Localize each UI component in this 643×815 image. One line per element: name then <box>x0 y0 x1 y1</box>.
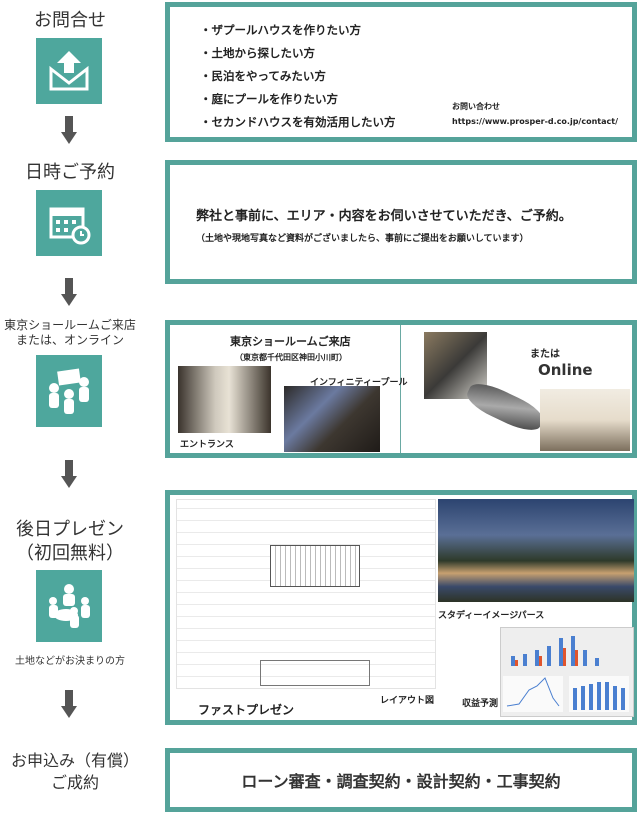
study-perspective-image <box>438 499 634 602</box>
label-line: または、オンライン <box>15 333 124 347</box>
presentation-icon <box>36 570 102 642</box>
or-label: または <box>530 349 560 360</box>
contract-steps: ローン審査・調査契約・設計契約・工事契約 <box>241 772 561 791</box>
list-item: ・庭にプールを作りたい方 <box>200 92 338 106</box>
floor-plan-drawing <box>270 545 360 587</box>
arrow-down-icon <box>61 116 77 146</box>
inquiry-box: ・ザプールハウスを作りたい方 ・土地から探したい方 ・民泊をやってみたい方 ・庭… <box>165 2 637 142</box>
list-item: ・セカンドハウスを有効活用したい方 <box>200 115 396 129</box>
contact-label: お問い合わせ <box>452 102 500 111</box>
layout-drawing <box>176 499 436 689</box>
pool-caption: インフィニティープール <box>310 378 408 388</box>
label-line: 東京ショールームご来店 <box>4 318 136 332</box>
reservation-sub: （土地や現地写真など資料がございましたら、事前にご提出をお願いしています） <box>196 234 529 244</box>
label-line: お申込み（有償） <box>10 751 139 770</box>
step-label-showroom: 東京ショールームご来店または、オンライン <box>0 318 140 348</box>
step-label-presentation: 後日プレゼン （初回無料） <box>0 518 140 566</box>
showroom-box: 東京ショールームご来店 （東京都千代田区神田小川町） エントランス インフィニテ… <box>165 320 637 458</box>
step-label-contract: お申込み（有償） ご成約 <box>0 750 150 794</box>
infinity-pool-photo <box>284 386 380 452</box>
entrance-caption: エントランス <box>180 440 234 450</box>
arrow-down-icon <box>61 690 77 720</box>
step-label-reservation: 日時ご予約 <box>25 162 115 183</box>
step-note: 土地などがお決まりの方 <box>15 656 125 667</box>
reservation-box: 弊社と事前に、エリア・内容をお伺いさせていただき、ご予約。 （土地や現地写真など… <box>165 160 637 284</box>
list-item: ・ザプールハウスを作りたい方 <box>200 23 361 37</box>
showroom-address: （東京都千代田区神田小川町） <box>235 353 347 362</box>
layout-caption: レイアウト図 <box>380 696 435 706</box>
fast-presentation-label: ファストプレゼン <box>198 703 295 717</box>
arrow-down-icon <box>61 460 77 490</box>
connection-graphic <box>462 377 548 437</box>
list-item: ・土地から探したい方 <box>200 46 315 60</box>
online-couple-photo <box>540 389 630 451</box>
list-item: ・民泊をやってみたい方 <box>200 69 326 83</box>
revenue-caption: 収益予測 <box>462 699 499 709</box>
target-list: ・ザプールハウスを作りたい方 ・土地から探したい方 ・民泊をやってみたい方 ・庭… <box>200 19 396 134</box>
elevation-drawing <box>260 660 370 686</box>
label-line: 後日プレゼン <box>16 519 124 540</box>
contact-link[interactable]: https://www.prosper-d.co.jp/contact/ <box>452 117 618 126</box>
contract-box: ローン審査・調査契約・設計契約・工事契約 <box>165 748 637 812</box>
presentation-box: ファストプレゼン レイアウト図 スタディーイメージパース 収益予測 <box>165 490 637 725</box>
step-label-inquiry: お問合せ <box>34 10 106 31</box>
calendar-icon <box>36 190 102 256</box>
label-line: （初回無料） <box>16 543 124 564</box>
revenue-chart-image <box>500 627 634 717</box>
label-line: ご成約 <box>50 773 99 792</box>
arrow-down-icon <box>61 278 77 308</box>
meeting-icon <box>36 355 102 427</box>
entrance-photo <box>178 366 271 433</box>
online-label: Online <box>538 361 593 379</box>
perspective-caption: スタディーイメージパース <box>438 611 545 621</box>
showroom-title: 東京ショールームご来店 <box>230 335 351 348</box>
reservation-main: 弊社と事前に、エリア・内容をお伺いさせていただき、ご予約。 <box>196 209 572 224</box>
divider <box>400 325 401 453</box>
mail-icon <box>36 38 102 104</box>
